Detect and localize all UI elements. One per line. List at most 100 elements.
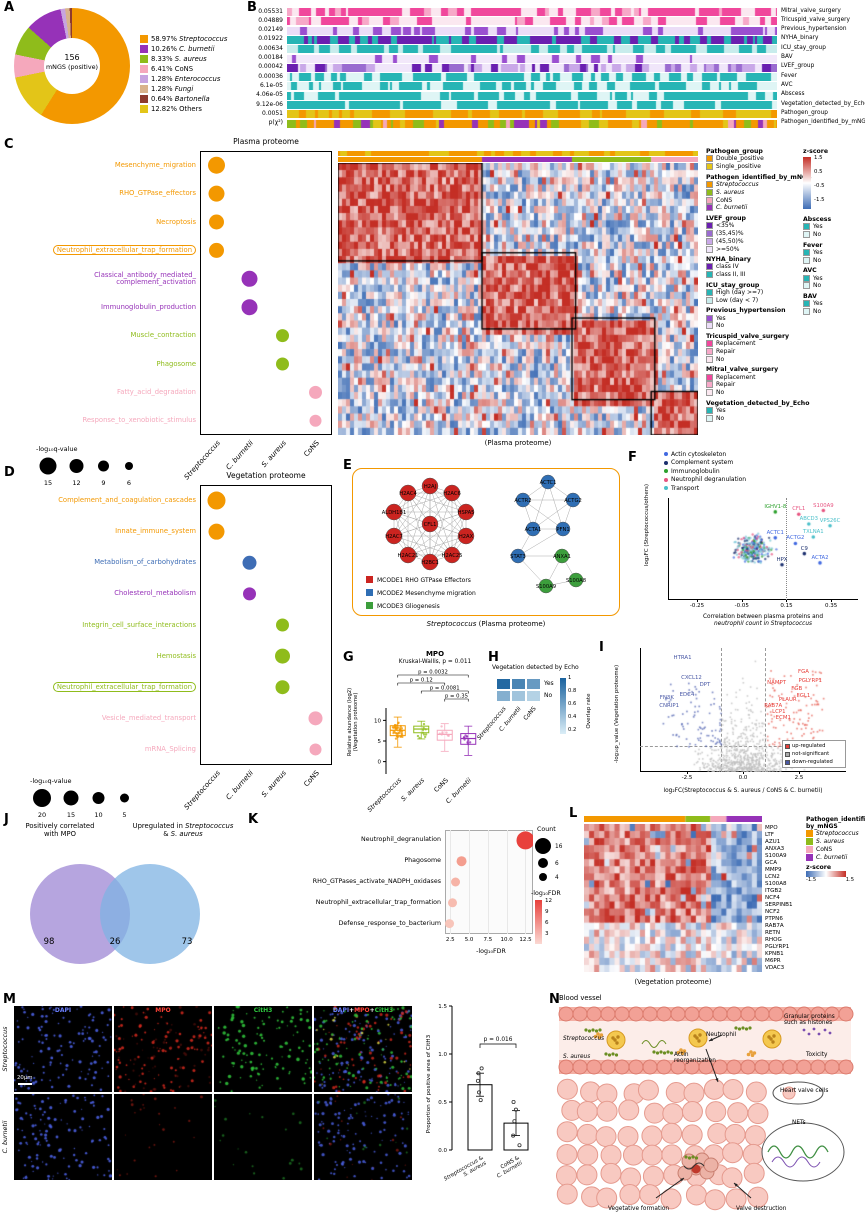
pathway-label: mRNA_Splicing bbox=[144, 744, 196, 753]
network-node-label: ACTC1 bbox=[540, 480, 557, 486]
legend-label: Replacement bbox=[716, 340, 756, 348]
pathway-label: Integrin_cell_surface_interactions bbox=[82, 620, 196, 629]
svg-text:p = 0.0032: p = 0.0032 bbox=[418, 670, 448, 676]
streptococcus-chain bbox=[662, 1051, 667, 1055]
echo-cell bbox=[496, 678, 511, 690]
streptococcus-chain bbox=[587, 1029, 592, 1033]
dot bbox=[243, 587, 256, 601]
x-tick-label: 0.0 bbox=[738, 775, 748, 781]
network-edge bbox=[532, 499, 574, 530]
pathway-label: Muscle_contraction bbox=[130, 331, 196, 340]
donut-legend-item: 12.82% Others bbox=[140, 104, 227, 114]
network-node-label: H2AC7 bbox=[385, 534, 403, 540]
donut-legend-item: 8.33% S. aureus bbox=[140, 54, 227, 64]
legend-swatch bbox=[706, 322, 713, 330]
overlap-tick: 0.4 bbox=[568, 714, 577, 720]
fdr-tick: 9 bbox=[545, 909, 549, 915]
enrichment-dots bbox=[445, 831, 533, 929]
volcano-gene-label: FGA bbox=[797, 669, 809, 675]
legend-label: Streptococcus bbox=[816, 830, 859, 838]
valve-cell bbox=[721, 1167, 743, 1189]
channel-header: DAPI+MPO+CitH3 bbox=[332, 1007, 394, 1014]
channel-header: MPO bbox=[155, 1007, 171, 1014]
legend-group-title: Abscess bbox=[803, 216, 832, 223]
legend-item: CoNS bbox=[706, 196, 800, 204]
valve-cell bbox=[744, 1125, 766, 1147]
echo-heatmap-title: Vegetation detected by Echo bbox=[492, 664, 579, 671]
size-legend-title: -log₁₀q-value bbox=[30, 777, 72, 785]
dot bbox=[276, 357, 289, 371]
svg-text:1.0: 1.0 bbox=[438, 1052, 447, 1058]
valve-cell bbox=[641, 1125, 663, 1147]
dot bbox=[456, 856, 467, 867]
dot bbox=[309, 743, 322, 756]
panel-f-letter: F bbox=[628, 450, 637, 465]
size-legend-dot bbox=[33, 789, 51, 807]
granular-protein-dot bbox=[812, 1027, 816, 1031]
legend-swatch bbox=[803, 248, 810, 256]
schematic bbox=[546, 1002, 865, 1215]
donut-legend-item: 10.26% C. burnetii bbox=[140, 44, 227, 54]
fdr-colorbar bbox=[535, 900, 542, 944]
annotation-strip-AVC bbox=[287, 82, 777, 91]
microscopy-image-cburnetii-0 bbox=[14, 1094, 112, 1180]
volcano-gene-label: FGL1 bbox=[796, 693, 811, 699]
pvalue-text: 0.00036 bbox=[258, 72, 283, 80]
legend-label: Yes bbox=[716, 314, 726, 322]
volcano-gene-label: FN3K bbox=[659, 695, 674, 701]
legend-label: 12.82% Others bbox=[151, 105, 202, 113]
network-edge bbox=[429, 485, 467, 537]
network-legend-swatch bbox=[366, 602, 373, 609]
legend-item: <35% bbox=[706, 222, 800, 230]
network-edge bbox=[522, 499, 564, 530]
dot bbox=[208, 185, 225, 202]
x-tick-label: 5.0 bbox=[464, 937, 474, 943]
streptococcus-chain bbox=[669, 1051, 674, 1055]
gene-heatmap-legend: Pathogen_identified_by_mNGSStreptococcus… bbox=[806, 816, 865, 883]
network-node bbox=[457, 527, 475, 545]
streptococcus-chain bbox=[666, 1050, 670, 1054]
network-node bbox=[554, 548, 570, 564]
size-legend-value: 12 bbox=[72, 479, 80, 487]
x-tick-label: 2.5 bbox=[445, 937, 455, 943]
zscore-bar bbox=[806, 871, 846, 878]
dot bbox=[207, 491, 226, 510]
gene-label: S100A8 bbox=[765, 880, 787, 887]
valve-cell bbox=[576, 1164, 598, 1186]
donut-legend-item: 0.64% Bartonella bbox=[140, 94, 227, 104]
legend-swatch bbox=[806, 853, 813, 861]
legend-swatch bbox=[140, 105, 148, 113]
pvalue-text: 0.00184 bbox=[258, 54, 283, 61]
valve-cell bbox=[637, 1079, 659, 1101]
annotation-label: Previous_hypertension bbox=[781, 26, 847, 33]
legend-label: Yes bbox=[813, 274, 823, 282]
legend-group-title: Previous_hypertension bbox=[706, 307, 786, 315]
network-node bbox=[515, 492, 531, 508]
network-edge bbox=[393, 492, 453, 513]
volcano-gene-label: FGB bbox=[791, 686, 803, 692]
valve-cell bbox=[722, 1142, 744, 1164]
volcano-gene-label: EDC4 bbox=[679, 692, 695, 698]
legend-title: by_mNGS bbox=[806, 823, 838, 830]
label-streptococcus: Streptococcus bbox=[563, 1036, 605, 1042]
svg-text:16: 16 bbox=[555, 844, 563, 850]
legend-swatch bbox=[140, 75, 148, 83]
x-tick-label: -0.25 bbox=[689, 603, 705, 609]
annotation-strip-BAV bbox=[287, 54, 777, 63]
pvalue-text: 4.06e-05 bbox=[256, 91, 283, 99]
legend-label: Streptococcus bbox=[716, 180, 759, 188]
pvalue-text: 0.01922 bbox=[258, 35, 283, 43]
label-s-aureus: S. aureus bbox=[563, 1054, 591, 1060]
pvalue-text: 0.04889 bbox=[258, 16, 283, 24]
venn-right-title-2: & S. aureus bbox=[163, 830, 203, 838]
network-legend-swatch bbox=[366, 589, 373, 596]
microscopy-image-cburnetii-3 bbox=[314, 1094, 412, 1180]
annotation-strip-Pathogen_identified_by_mNGS bbox=[287, 119, 777, 128]
pathway-label: Neutrophil_degranulation bbox=[361, 836, 441, 844]
annotation-strip-Abscess bbox=[287, 91, 777, 100]
legend-label: Yes bbox=[716, 406, 726, 414]
